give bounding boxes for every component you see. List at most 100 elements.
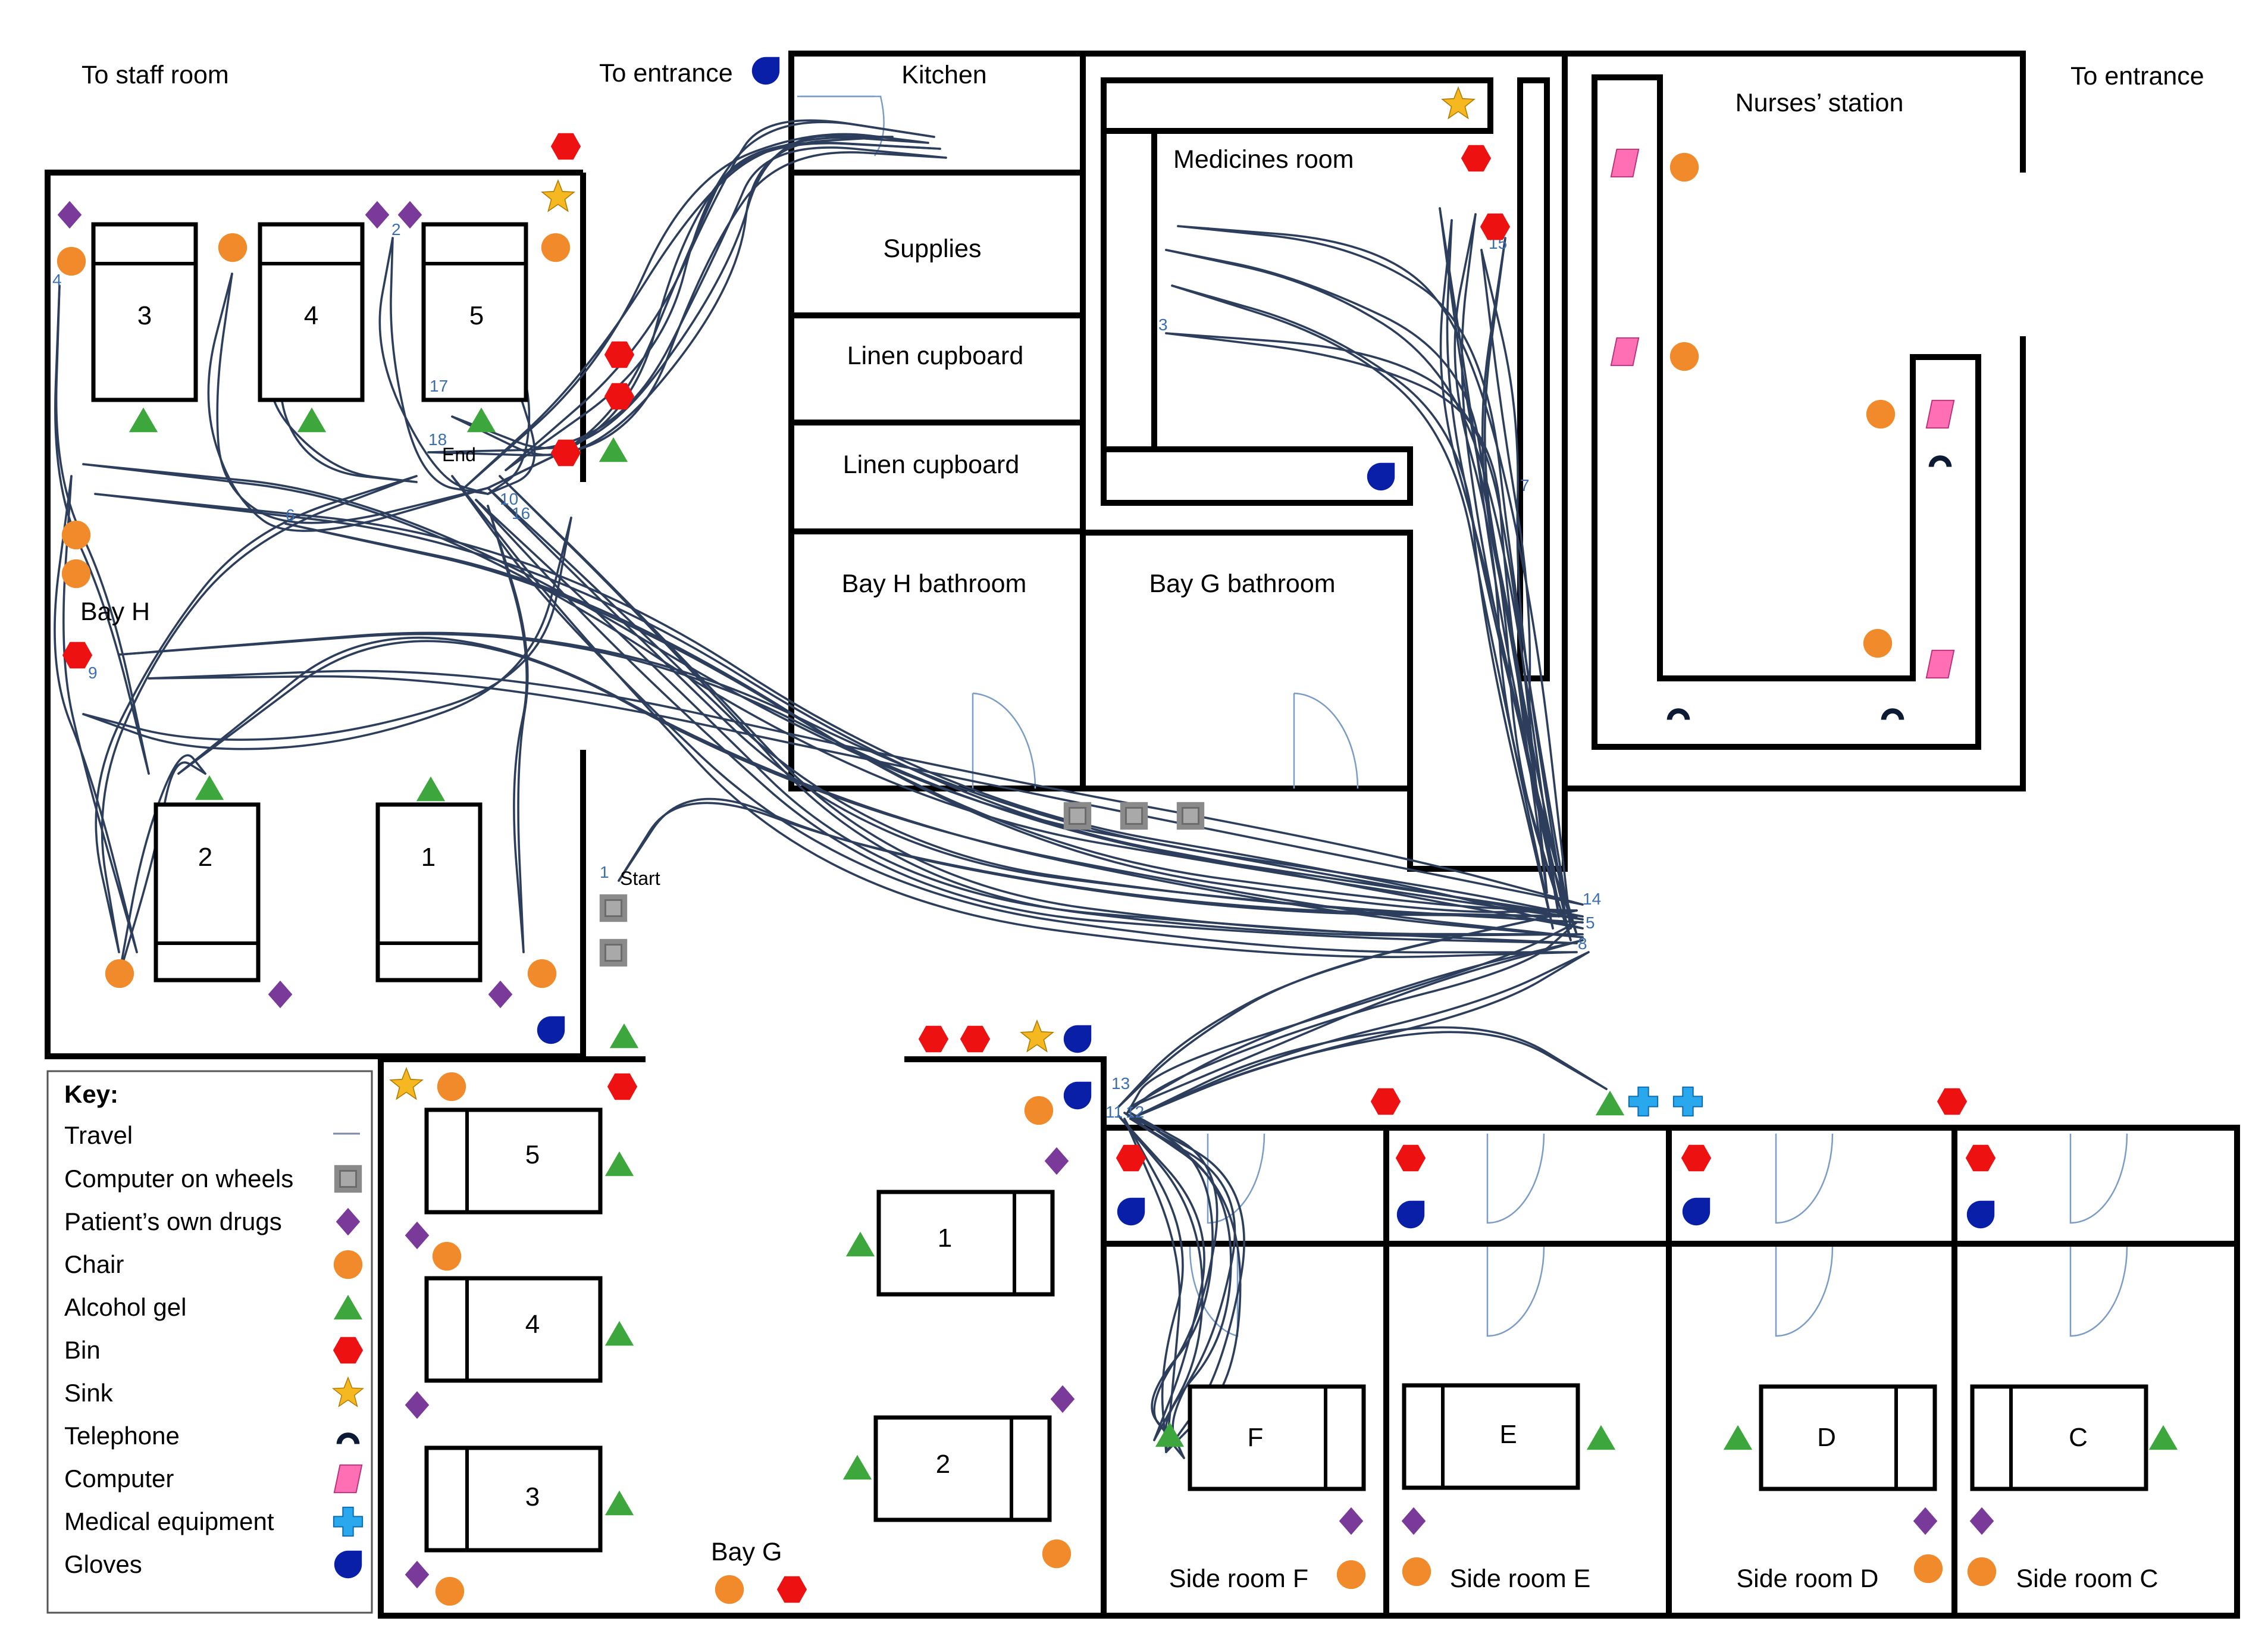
travel-path xyxy=(101,475,418,953)
travel-path xyxy=(177,636,1584,938)
alcohol-gel-icon xyxy=(845,1231,875,1257)
patients-own-drugs-icon xyxy=(365,201,390,229)
travel-path xyxy=(1117,1115,1204,1441)
label-linen-cupboard-1: Linen cupboard xyxy=(847,342,1023,370)
travel-path xyxy=(451,134,894,449)
alcohol-gel-icon xyxy=(604,1321,634,1346)
bin-icon xyxy=(776,1576,807,1603)
svg-text:4: 4 xyxy=(304,301,318,330)
legend-label-computer: Computer xyxy=(64,1465,174,1492)
travel-path xyxy=(487,487,1584,924)
travel-path xyxy=(475,499,1578,944)
travel-path xyxy=(284,522,1578,912)
travel-path xyxy=(55,284,150,775)
chair-icon xyxy=(1913,1554,1943,1584)
svg-text:4: 4 xyxy=(525,1310,540,1339)
legend-label-chair: Chair xyxy=(64,1250,124,1278)
chair-icon xyxy=(1669,342,1699,371)
travel-path xyxy=(1129,939,1584,1108)
patients-own-drugs-icon xyxy=(1044,1147,1069,1175)
travel-path xyxy=(1480,249,1566,912)
patients-own-drugs-icon xyxy=(1050,1385,1075,1413)
step-marker-12: 12 xyxy=(1126,1103,1144,1121)
travel-paths xyxy=(54,119,1608,1459)
alcohol-gel-icon xyxy=(195,775,224,800)
step-marker-11: 11 xyxy=(1105,1103,1123,1121)
travel-path xyxy=(390,237,489,495)
travel-path xyxy=(1129,1118,1236,1459)
label-side-room-f: Side room F xyxy=(1169,1564,1308,1593)
medical-equipment-icon xyxy=(1672,1086,1703,1117)
step-marker-14: 14 xyxy=(1583,890,1601,908)
step-marker-18: 18 xyxy=(428,430,447,449)
doors xyxy=(797,95,2128,1337)
travel-path xyxy=(118,633,1584,918)
legend-label-alcohol-gel: Alcohol gel xyxy=(64,1293,186,1321)
chair-icon xyxy=(541,233,571,262)
patients-own-drugs-icon xyxy=(1339,1507,1364,1535)
computer-icon xyxy=(1610,337,1640,367)
bin-icon xyxy=(918,1025,949,1053)
travel-path xyxy=(487,505,529,953)
travel-path xyxy=(1129,1112,1214,1441)
step-marker-17: 17 xyxy=(430,377,448,395)
label-bay-g: Bay G xyxy=(711,1538,782,1566)
travel-path xyxy=(1165,249,1560,918)
telephone-icon xyxy=(1928,455,1952,467)
bed-h4: 4 xyxy=(258,222,365,402)
svg-text:F: F xyxy=(1248,1423,1264,1452)
travel-path xyxy=(216,273,489,524)
svg-text:3: 3 xyxy=(525,1482,540,1512)
label-bay-h-bathroom: Bay H bathroom xyxy=(842,570,1027,598)
chair-icon xyxy=(1042,1539,1072,1569)
step-marker-9: 9 xyxy=(88,664,98,682)
travel-path xyxy=(1117,1115,1205,1441)
chair-icon xyxy=(1402,1557,1431,1587)
travel-path xyxy=(378,237,489,495)
alcohol-gel-icon xyxy=(2148,1425,2178,1450)
travel-path xyxy=(487,505,528,953)
legend: Key: Travel Computer on wheels Patient’s… xyxy=(64,1080,364,1579)
svg-text:C: C xyxy=(2069,1423,2088,1452)
alcohol-gel-icon xyxy=(599,437,628,462)
sink-icon xyxy=(1442,87,1475,119)
step-marker-13: 13 xyxy=(1111,1074,1130,1093)
travel-path xyxy=(618,802,1578,918)
alcohol-gel-icon xyxy=(609,1023,639,1049)
bed-g4: 4 xyxy=(424,1276,603,1383)
bin-icon xyxy=(550,133,581,160)
step-marker-8: 8 xyxy=(1578,934,1587,953)
patients-own-drugs-icon xyxy=(405,1221,430,1250)
gloves-icon xyxy=(1682,1197,1711,1226)
step-marker-16: 16 xyxy=(512,504,530,522)
bin-icon xyxy=(604,341,635,368)
travel-path xyxy=(1126,921,1578,1114)
travel-path xyxy=(82,517,572,750)
chair-icon xyxy=(105,959,134,988)
chair-icon xyxy=(57,246,86,276)
travel-path xyxy=(451,475,1578,954)
bed-c: C xyxy=(1970,1384,2148,1491)
svg-text:D: D xyxy=(1817,1423,1836,1452)
travel-path xyxy=(1171,284,1554,930)
legend-title: Key: xyxy=(64,1080,118,1108)
gloves-icon xyxy=(1966,1200,1995,1229)
travel-path xyxy=(475,499,1578,944)
bin-icon xyxy=(1370,1088,1401,1115)
travel-path xyxy=(95,475,418,953)
chair-icon xyxy=(435,1576,465,1606)
label-medicines-room: Medicines room xyxy=(1173,145,1354,174)
telephone-icon xyxy=(1881,708,1904,720)
alcohol-gel-icon xyxy=(1595,1090,1625,1116)
step-marker-7: 7 xyxy=(1520,476,1530,495)
travel-path xyxy=(487,487,1584,924)
travel-path xyxy=(1126,921,1578,1114)
travel-path xyxy=(1129,939,1584,1108)
label-to-entrance-right: To entrance xyxy=(2070,62,2204,90)
gloves-icon xyxy=(1063,1081,1092,1110)
travel-path xyxy=(94,493,1584,930)
beds: 3 4 5 2 1 5 4 3 1 2 F E D C xyxy=(91,222,2148,1553)
travel-path xyxy=(1171,284,1554,930)
step-marker-1: 1 xyxy=(600,863,609,881)
patients-own-drugs-icon xyxy=(1969,1507,1994,1535)
